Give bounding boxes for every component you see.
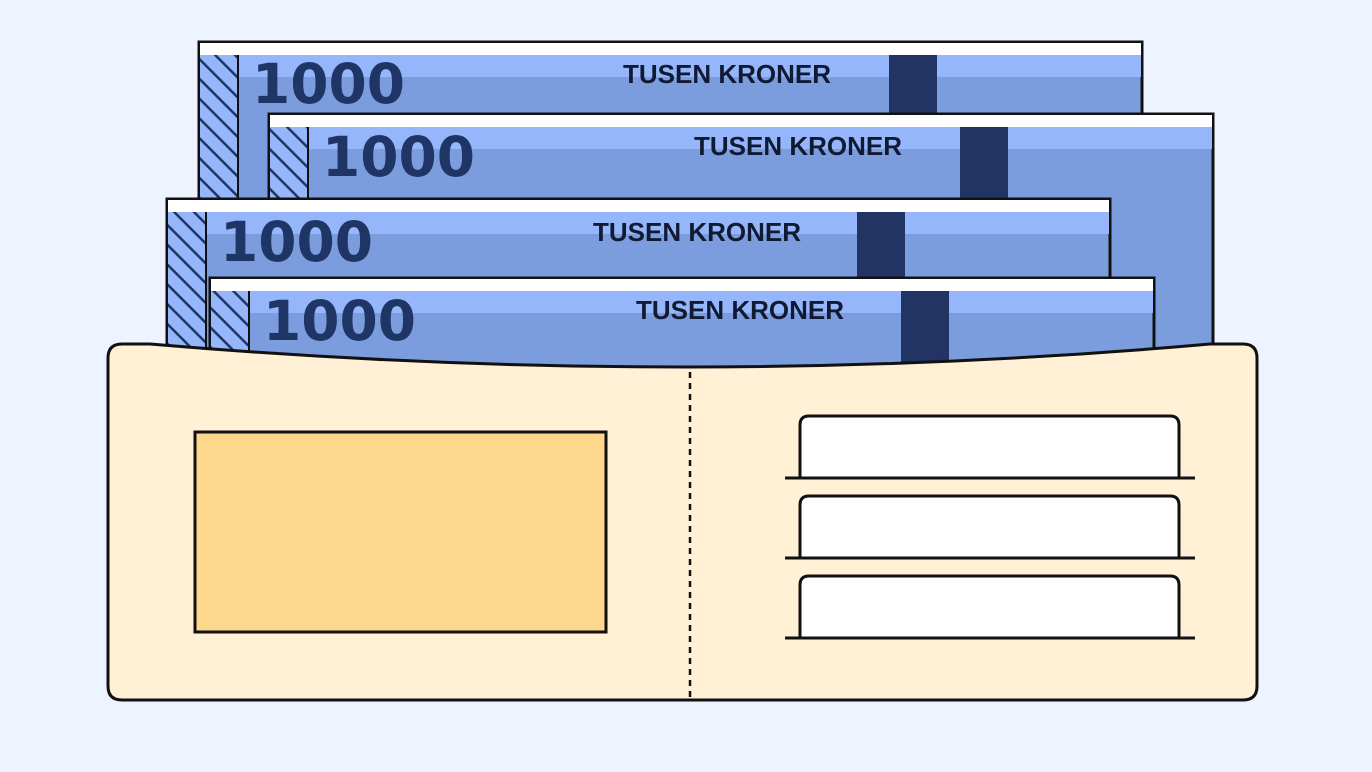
card-slot (785, 494, 1195, 560)
hatch-pattern (168, 212, 206, 358)
note-amount: 1000 (220, 210, 373, 274)
note-name: TUSEN KRONER (593, 217, 801, 247)
note-amount: 1000 (322, 125, 475, 189)
note-amount: 1000 (252, 52, 405, 116)
note-name: TUSEN KRONER (623, 59, 831, 89)
card-slot (785, 414, 1195, 480)
banknote-4: 1000 TUSEN KRONER (208, 276, 1156, 370)
card-slot (785, 574, 1195, 640)
note-amount: 1000 (263, 289, 416, 353)
note-name: TUSEN KRONER (636, 295, 844, 325)
note-name: TUSEN KRONER (694, 131, 902, 161)
wallet (106, 342, 1259, 702)
security-stripe (901, 291, 949, 363)
card-window (193, 430, 608, 634)
